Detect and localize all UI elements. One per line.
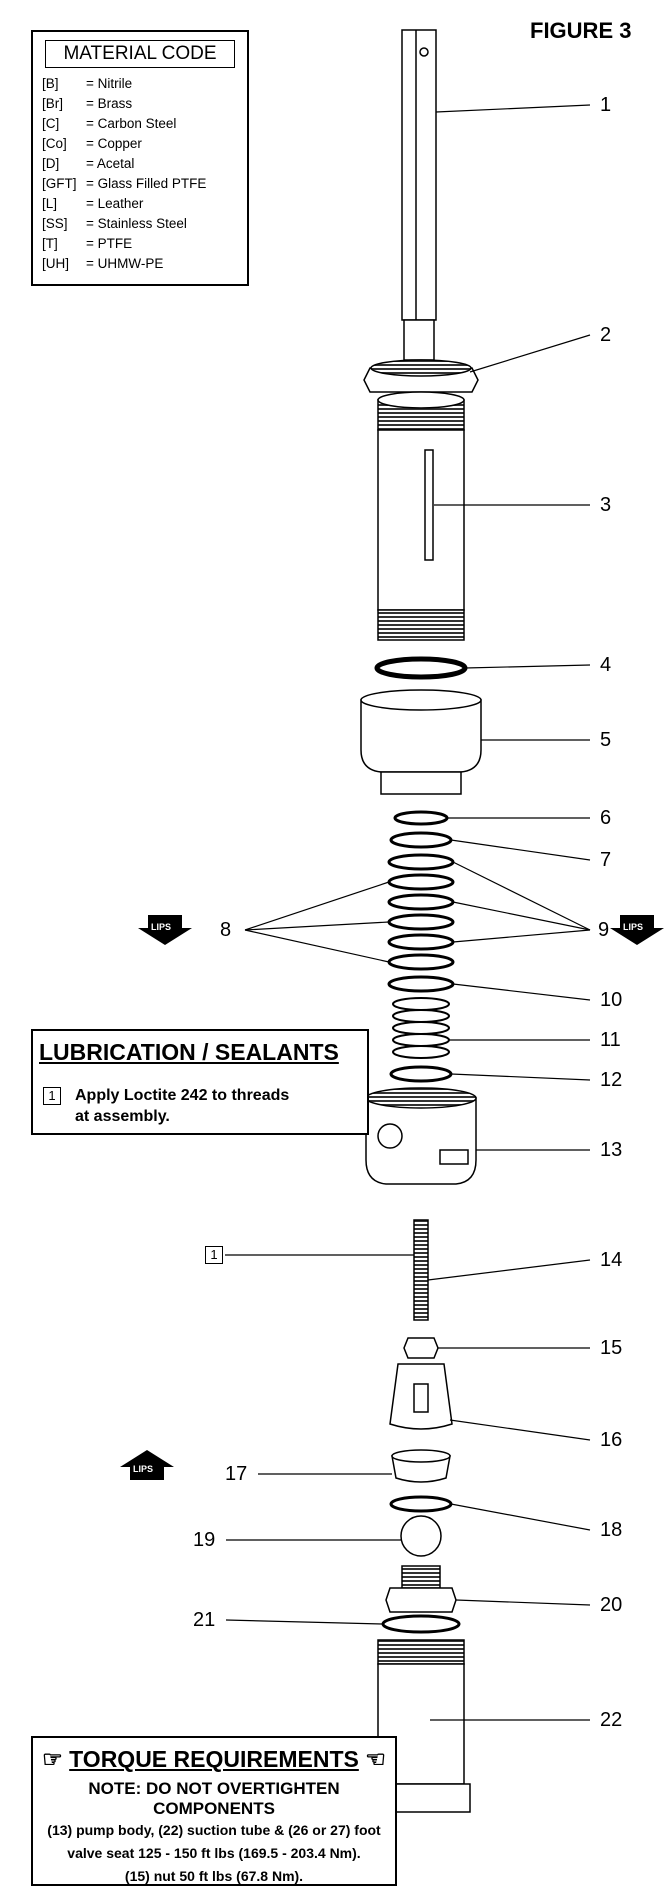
lips-marker-9	[610, 915, 664, 945]
torque-title: ☞ TORQUE REQUIREMENTS ☜	[42, 1746, 386, 1772]
torque-requirements-box: ☞ TORQUE REQUIREMENTS ☜ NOTE: DO NOT OVE…	[31, 1736, 397, 1886]
material-row: [SS]= Stainless Steel	[42, 216, 187, 231]
torque-line-1: (13) pump body, (22) suction tube & (26 …	[47, 1822, 381, 1838]
figure-title: FIGURE 3	[530, 18, 632, 43]
material-row: [Co]= Copper	[42, 136, 142, 151]
callout-9: 9	[598, 919, 610, 941]
lubrication-note: Apply Loctite 242 to threads at assembly…	[75, 1087, 290, 1125]
callout-22: 22	[600, 1709, 623, 1731]
callout-17: 17	[225, 1463, 248, 1485]
pointing-hand-icon: ☞	[42, 1746, 63, 1772]
material-row: [C]= Carbon Steel	[42, 116, 177, 131]
part-17-cup-top	[391, 1449, 451, 1463]
callout-4: 4	[600, 654, 612, 676]
callout-6: 6	[600, 807, 612, 829]
lips-marker-17	[120, 1450, 174, 1480]
callout-13: 13	[600, 1139, 623, 1161]
part-22-suction-tube	[377, 1639, 465, 1785]
callout-19: 19	[193, 1529, 216, 1551]
part-16-cage	[389, 1363, 453, 1430]
torque-line-3: (15) nut 50 ft lbs (67.8 Nm).	[124, 1868, 304, 1884]
lubrication-title: LUBRICATION / SEALANTS	[39, 1039, 339, 1065]
lubrication-note-ref: 1	[43, 1087, 61, 1105]
material-row: [Br]= Brass	[42, 96, 133, 111]
material-code-title: MATERIAL CODE	[45, 40, 235, 68]
lips-label-8: LIPS	[151, 922, 172, 932]
callout-21: 21	[193, 1609, 216, 1631]
lips-label-17: LIPS	[133, 1464, 154, 1474]
sealant-ref-1: 1	[205, 1246, 223, 1264]
part-13-pump-body	[365, 1087, 477, 1185]
material-code-box: MATERIAL CODE [B]= Nitrile [Br]= Brass […	[31, 30, 249, 286]
part-20-inner-check-seat	[385, 1565, 457, 1613]
material-row: [D]= Acetal	[42, 156, 135, 171]
material-row: [B]= Nitrile	[42, 76, 133, 91]
material-row: [L]= Leather	[42, 196, 144, 211]
part-15-nut	[403, 1337, 439, 1359]
torque-note: NOTE: DO NOT OVERTIGHTEN COMPONENTS	[88, 1779, 340, 1818]
lubrication-sealants-box: LUBRICATION / SEALANTS 1 Apply Loctite 2…	[31, 1029, 369, 1135]
part-14-stud	[413, 1219, 429, 1321]
part-19-ball	[400, 1515, 442, 1557]
part-1-rod	[401, 29, 437, 361]
material-row: [GFT]= Glass Filled PTFE	[42, 176, 207, 191]
part-3-cylinder	[377, 391, 465, 641]
callout-8: 8	[220, 919, 232, 941]
callout-18: 18	[600, 1519, 623, 1541]
part-17-cup	[391, 1455, 451, 1483]
callout-12: 12	[600, 1069, 623, 1091]
callout-3: 3	[600, 494, 612, 516]
callout-14: 14	[600, 1249, 623, 1271]
lips-marker-8	[138, 915, 192, 945]
callout-5: 5	[600, 729, 612, 751]
material-row: [T]= PTFE	[42, 236, 133, 251]
callout-7: 7	[600, 849, 612, 871]
callout-20: 20	[600, 1594, 623, 1616]
pointing-hand-icon: ☜	[365, 1746, 386, 1772]
callout-1: 1	[600, 94, 612, 116]
part-5-housing	[360, 689, 482, 795]
callout-10: 10	[600, 989, 623, 1011]
material-row: [UH]= UHMW-PE	[42, 256, 164, 271]
torque-line-2: valve seat 125 - 150 ft lbs (169.5 - 203…	[67, 1845, 361, 1861]
callout-15: 15	[600, 1337, 623, 1359]
part-2-packing-nut	[363, 359, 479, 393]
lips-label-9: LIPS	[623, 922, 644, 932]
callout-16: 16	[600, 1429, 623, 1451]
callout-11: 11	[600, 1029, 621, 1051]
callout-2: 2	[600, 324, 612, 346]
